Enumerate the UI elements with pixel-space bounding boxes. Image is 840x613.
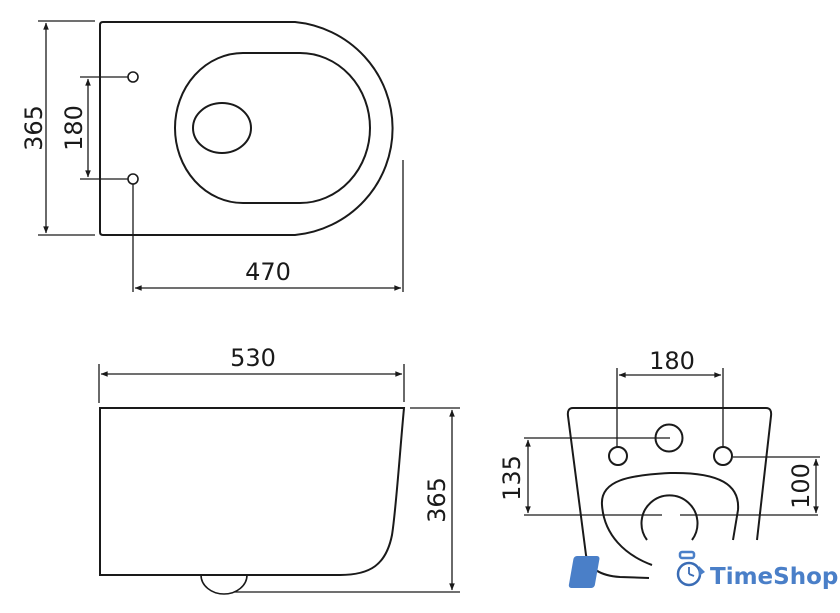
top-view-drain (192, 102, 252, 154)
rear-view-outline-left (566, 407, 650, 579)
rear-view-seat (600, 471, 740, 566)
hinge-hole-bottom (127, 173, 139, 185)
rear-view-outline (573, 407, 773, 541)
dim-side-length: 530 (230, 344, 276, 372)
dim-top-hole-spacing: 180 (60, 105, 88, 151)
side-view (99, 407, 406, 595)
rear-view-bolt-right (713, 446, 733, 466)
top-view-dimensions (38, 20, 404, 292)
hinge-hole-top (127, 71, 139, 83)
rear-view-bolt-left (608, 446, 628, 466)
dim-top-length: 470 (245, 258, 291, 286)
timeshop-watermark: TimeShop (568, 550, 838, 590)
top-view-rim (174, 52, 371, 204)
side-view-dimensions (98, 364, 460, 593)
top-view-outline (99, 21, 394, 236)
side-view-outline (99, 407, 406, 576)
dim-rear-bolt-spacing: 180 (649, 347, 695, 375)
rear-view (566, 407, 773, 579)
watermark-text: TimeShop (710, 564, 838, 590)
top-view (99, 21, 394, 236)
dim-top-depth: 365 (20, 105, 48, 151)
dim-rear-inlet-height: 135 (498, 455, 526, 501)
dim-side-height: 365 (423, 477, 451, 523)
clock-bag-icon (568, 550, 705, 588)
dim-rear-bolt-height: 100 (787, 463, 815, 509)
rear-view-dimensions (524, 368, 820, 516)
rear-view-outlet (640, 494, 699, 541)
side-view-outlet (200, 574, 248, 595)
